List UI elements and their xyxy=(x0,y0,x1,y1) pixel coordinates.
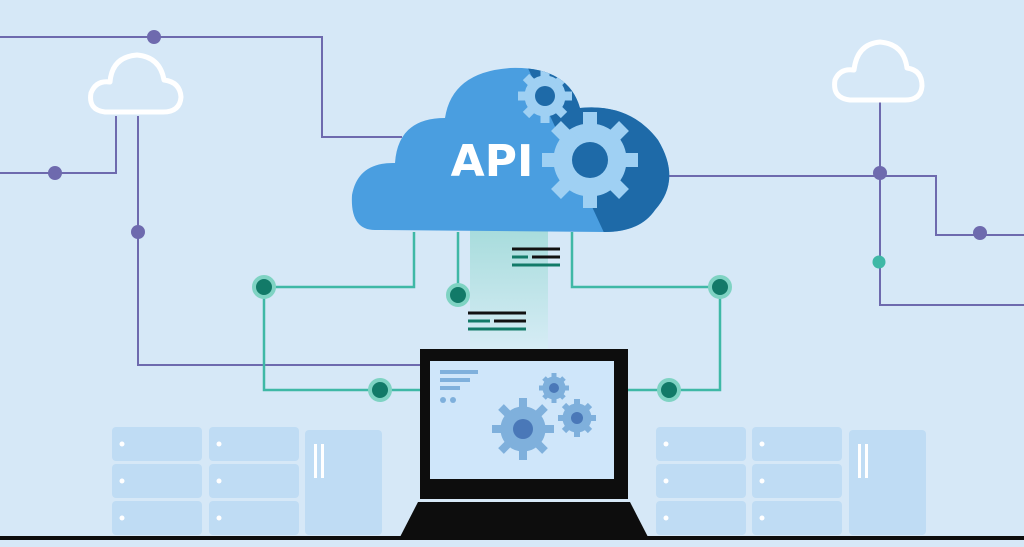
api-cloud: API xyxy=(351,67,670,232)
server-rack-icon xyxy=(112,427,382,535)
node xyxy=(446,283,470,307)
node xyxy=(873,166,887,180)
node xyxy=(973,226,987,240)
floor-line xyxy=(0,536,1024,540)
data-packet-icon xyxy=(512,247,560,267)
node xyxy=(657,378,681,402)
teal-nodes xyxy=(252,275,732,402)
teal-wire-left xyxy=(262,232,420,392)
gear-icon xyxy=(518,69,572,123)
gear-icon xyxy=(539,373,569,403)
node xyxy=(131,225,145,239)
gear-icon xyxy=(492,398,554,460)
purple-nodes xyxy=(48,30,987,240)
screen-text-lines xyxy=(440,370,478,403)
wire-right-cloud xyxy=(660,175,1024,236)
gear-icon xyxy=(542,112,638,208)
node xyxy=(147,30,161,44)
node xyxy=(368,378,392,402)
teal-dot-right xyxy=(872,255,886,269)
cloud-outline-icon xyxy=(832,39,925,103)
node xyxy=(708,275,732,299)
api-label: API xyxy=(451,136,534,187)
wire-top-left xyxy=(0,36,402,138)
node xyxy=(252,275,276,299)
cloud-outline-icon xyxy=(88,52,184,115)
data-beam xyxy=(470,228,548,350)
wire-right-down xyxy=(879,102,1024,306)
laptop-icon xyxy=(400,349,648,537)
laptop-base xyxy=(400,502,648,537)
node xyxy=(48,166,62,180)
server-rack-icon xyxy=(656,427,926,535)
wire-left-to-laptop xyxy=(137,116,420,366)
gear-icon xyxy=(558,399,596,437)
wire-left-cloud xyxy=(0,116,117,174)
data-packet-icon xyxy=(468,311,526,331)
